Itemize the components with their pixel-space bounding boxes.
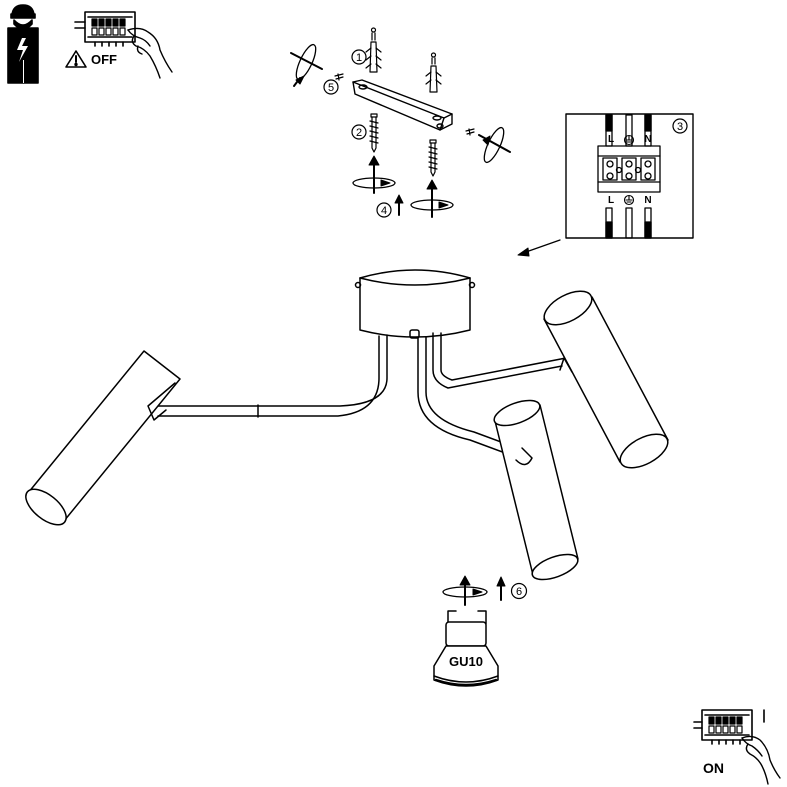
pointer-arrow-icon — [517, 239, 561, 257]
step-1-number: 1 — [356, 52, 362, 64]
hand-icon — [127, 27, 173, 79]
step-1-marker: 1 — [351, 49, 367, 65]
wire-label-top-l: L — [608, 134, 614, 145]
up-arrow-step6-icon — [496, 576, 506, 601]
warning-triangle-icon — [65, 50, 87, 68]
wire-label-bottom-n: N — [644, 195, 651, 206]
lamp-canopy — [354, 269, 476, 339]
wire-label-bottom-l: L — [608, 195, 614, 206]
screwdriver-right-icon — [478, 126, 511, 164]
step-2-marker: 2 — [351, 124, 367, 140]
terminal-block-on-icon — [693, 709, 765, 745]
lamp-arm-right — [432, 332, 567, 389]
screw-left-icon — [369, 113, 379, 153]
step-5-marker: 5 — [323, 79, 339, 95]
screw-right-icon — [428, 139, 438, 177]
step-3-number: 3 — [677, 121, 683, 133]
hand-on-icon — [741, 735, 781, 785]
terminal-block-icon — [597, 145, 661, 193]
step-6-marker: 6 — [510, 582, 528, 600]
rotate-arrow-right-icon — [410, 179, 454, 218]
small-screw-left-icon — [334, 73, 344, 81]
step-3-marker: 3 — [672, 118, 688, 134]
small-screw-right-icon — [465, 128, 475, 136]
rotate-arrow-bulb-icon — [442, 575, 488, 606]
screwdriver-left-icon — [290, 43, 323, 87]
mounting-bracket-icon — [352, 79, 453, 131]
gu10-bulb-icon: GU10 — [433, 610, 499, 687]
electrician-icon — [7, 4, 39, 84]
wire-label-top-n: N — [644, 134, 651, 145]
terminal-block-off-icon — [74, 11, 136, 47]
off-label: OFF — [91, 52, 117, 67]
wires-top-icon — [605, 114, 652, 147]
ground-symbol-top-icon — [623, 134, 635, 146]
spotlight-right — [543, 290, 669, 469]
step-5-number: 5 — [328, 82, 334, 94]
up-arrow-step4-icon — [394, 194, 404, 216]
wiring-detail-box: L N L N 3 — [565, 113, 694, 239]
spotlight-left — [25, 350, 181, 526]
step-2-number: 2 — [356, 127, 362, 139]
wall-plug-left-icon — [365, 27, 382, 73]
wall-plug-right-icon — [425, 52, 442, 93]
spotlight-middle — [493, 399, 579, 581]
ground-symbol-bottom-icon — [623, 194, 635, 206]
wires-bottom-icon — [605, 207, 652, 239]
lamp-arm-left — [157, 334, 388, 418]
lamp-arm-middle — [417, 336, 529, 461]
step-4-number: 4 — [381, 205, 387, 217]
bulb-label: GU10 — [449, 654, 483, 669]
step-6-number: 6 — [516, 586, 522, 598]
step-4-marker: 4 — [376, 202, 392, 218]
on-label: ON — [703, 760, 724, 776]
rotate-arrow-left-icon — [352, 155, 396, 194]
